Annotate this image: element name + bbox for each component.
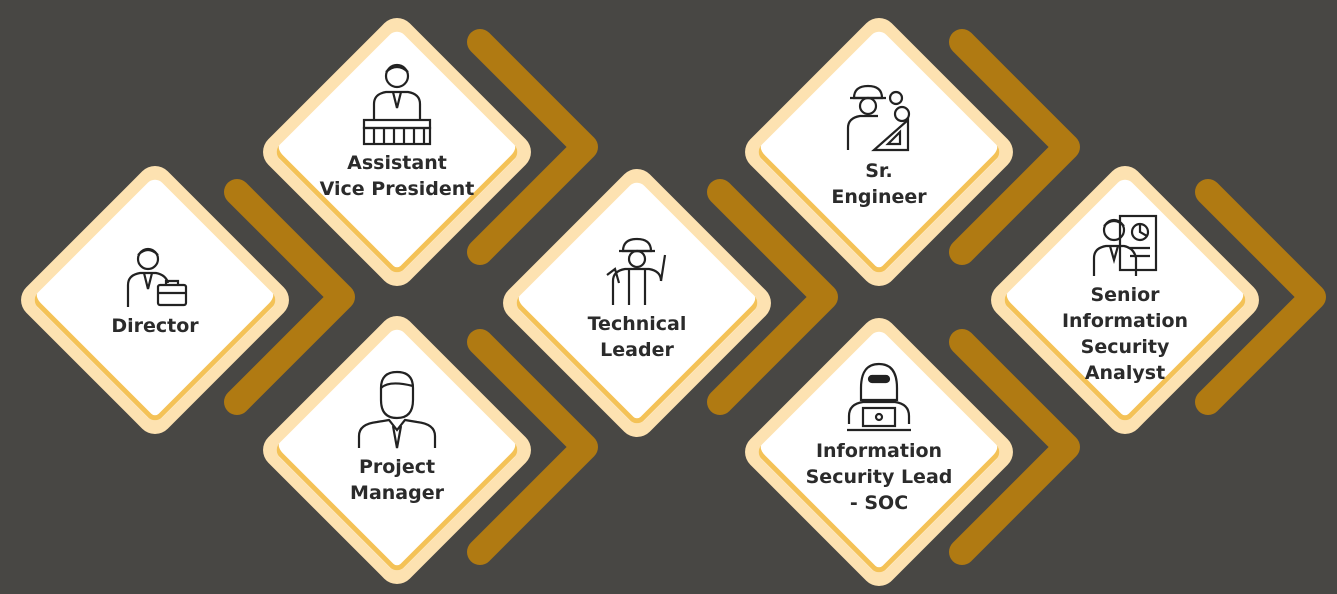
card-label: Technical Leader <box>587 313 687 361</box>
card-label: Director <box>111 315 199 337</box>
chevron-arrow <box>949 29 1080 265</box>
hacker-laptop-icon <box>847 362 911 432</box>
analyst-report-icon <box>1092 214 1158 276</box>
engineer-gears-icon <box>846 84 911 152</box>
manager-icon <box>357 370 437 449</box>
chevron-arrow <box>949 329 1080 565</box>
chevron-arrow <box>467 29 598 265</box>
chevron-arrow <box>707 179 838 415</box>
card-label: Project Manager <box>350 456 444 504</box>
card-label: Assistant Vice President <box>319 152 475 200</box>
businessman-briefcase-icon <box>126 247 188 307</box>
speaker-podium-icon <box>362 63 432 146</box>
chevron-arrow <box>224 179 355 415</box>
card-label: Sr. Engineer <box>831 160 927 208</box>
chevron-arrow <box>467 329 598 565</box>
card-label: Information Security Lead - SOC <box>805 440 953 514</box>
chevron-arrow <box>1195 179 1326 415</box>
engineer-helmet-icon <box>606 237 667 305</box>
card-label: Senior Information Security Analyst <box>1061 284 1189 384</box>
